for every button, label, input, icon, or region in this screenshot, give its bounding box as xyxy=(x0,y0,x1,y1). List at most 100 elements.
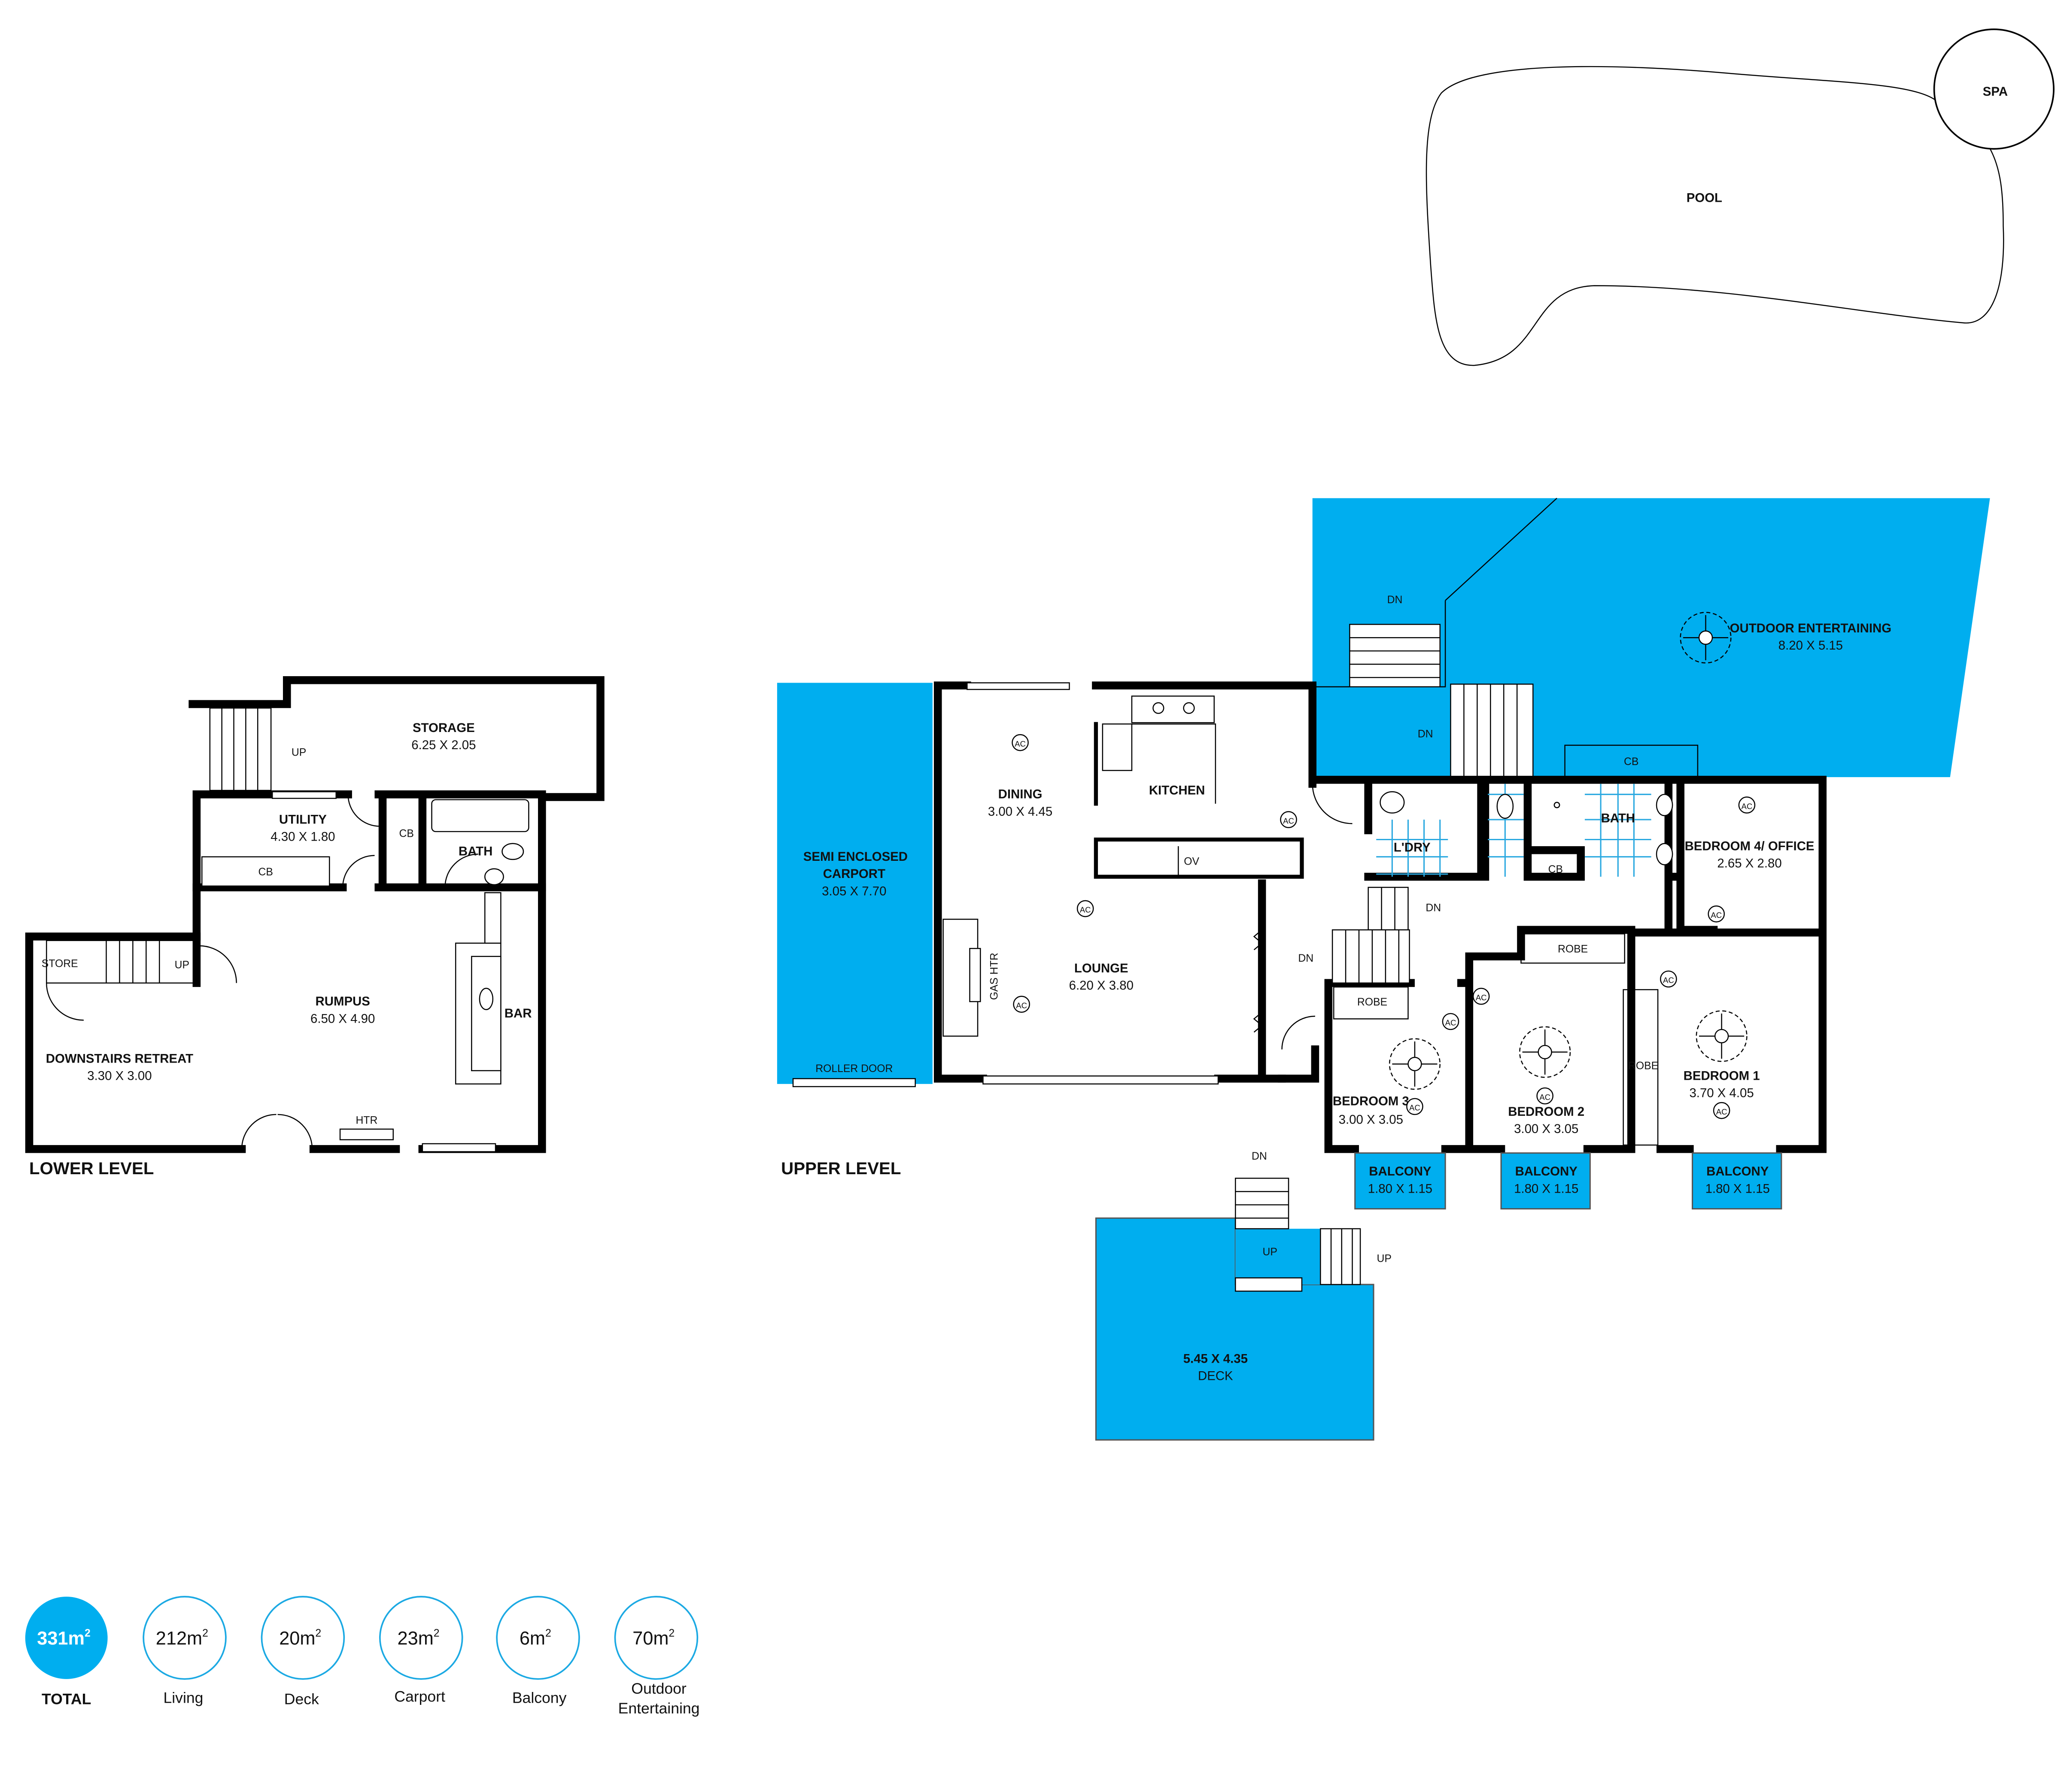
carport-name: CARPORT xyxy=(823,867,885,881)
retreat-name: DOWNSTAIRS RETREAT xyxy=(46,1051,193,1066)
area-value: 70m2 xyxy=(632,1628,675,1649)
ac-label: AC xyxy=(1283,816,1294,825)
ceiling-fans xyxy=(1389,612,1748,1090)
area-badge-balcony: 6m2 Balcony xyxy=(496,1596,580,1707)
bar-label: BAR xyxy=(505,1006,532,1021)
area-label: Carport xyxy=(394,1688,445,1705)
stair-up-label: UP xyxy=(1377,1253,1392,1264)
bedroom3-name: BEDROOM 3 xyxy=(1333,1094,1409,1108)
utility-dims: 4.30 X 1.80 xyxy=(271,830,335,844)
area-summary: 331m2 TOTAL 212m2 Living 20m2 Deck 23m2 … xyxy=(25,1596,699,1717)
lower-level: STORAGE 6.25 X 2.05 UTILITY 4.30 X 1.80 … xyxy=(25,676,605,1178)
area-badge-outdoor: 70m2 Outdoor Entertaining xyxy=(614,1596,699,1717)
ac-label: AC xyxy=(1476,993,1487,1002)
area-value: 331m2 xyxy=(37,1628,91,1649)
storage-dims: 6.25 X 2.05 xyxy=(411,738,476,752)
gas-heater-label: GAS HTR xyxy=(988,953,1000,1000)
cb-label: CB xyxy=(1624,756,1638,768)
stair-up-label: UP xyxy=(175,960,189,971)
area-label: TOTAL xyxy=(42,1691,91,1708)
deck-name: DECK xyxy=(1198,1369,1233,1383)
stair-dn-label: DN xyxy=(1387,594,1403,606)
balcony-3 xyxy=(1354,1152,1446,1210)
ac-label: AC xyxy=(1015,739,1026,748)
ac-label: AC xyxy=(1663,976,1674,985)
area-label: Outdoor xyxy=(631,1680,687,1697)
area-label: Living xyxy=(163,1689,203,1707)
ac-label: AC xyxy=(1716,1107,1727,1116)
balcony-name: BALCONY xyxy=(1706,1164,1769,1178)
stair-dn-label: DN xyxy=(1298,953,1313,964)
area-label: Deck xyxy=(284,1691,319,1708)
dining-name: DINING xyxy=(998,787,1043,802)
stair-dn-label: DN xyxy=(1252,1151,1267,1162)
dining-dims: 3.00 X 4.45 xyxy=(988,805,1052,819)
robe-label: ROBE xyxy=(1628,1060,1658,1072)
area-value: 212m2 xyxy=(156,1628,208,1649)
ac-label: AC xyxy=(1742,802,1753,811)
carport-area xyxy=(777,683,933,1084)
stair-dn-label: DN xyxy=(1418,728,1433,740)
ac-label: AC xyxy=(1539,1093,1550,1102)
area-badge-total: 331m2 TOTAL xyxy=(25,1596,108,1708)
rumpus-dims: 6.50 X 4.90 xyxy=(310,1011,375,1026)
laundry-name: L'DRY xyxy=(1394,840,1431,854)
bedroom1-name: BEDROOM 1 xyxy=(1684,1069,1760,1083)
lounge-dims: 6.20 X 3.80 xyxy=(1069,978,1134,993)
rumpus-name: RUMPUS xyxy=(316,994,370,1008)
retreat-dims: 3.30 X 3.00 xyxy=(87,1069,152,1083)
upper-level: SEMI ENCLOSED CARPORT 3.05 X 7.70 ROLLER… xyxy=(777,498,1990,1441)
kitchen-name: KITCHEN xyxy=(1149,783,1205,797)
area-badge-deck: 20m2 Deck xyxy=(261,1596,345,1708)
storage-name: STORAGE xyxy=(413,721,475,735)
balcony-1 xyxy=(1691,1152,1782,1210)
balcony-dims: 1.80 X 1.15 xyxy=(1368,1182,1432,1196)
balcony-dims: 1.80 X 1.15 xyxy=(1514,1182,1578,1196)
balcony-2 xyxy=(1500,1152,1591,1210)
area-value: 23m2 xyxy=(398,1628,440,1649)
ceiling-fan-icon xyxy=(1696,1010,1748,1062)
area-badge-carport: 23m2 Carport xyxy=(379,1596,463,1705)
spa-label: SPA xyxy=(1983,85,2008,99)
ceiling-fan-icon xyxy=(1519,1026,1571,1078)
spa-outline xyxy=(1933,28,2055,150)
ac-units: AC AC AC AC AC AC AC AC AC AC AC AC xyxy=(1012,734,1756,1119)
carport-dims: 3.05 X 7.70 xyxy=(822,884,886,898)
lower-level-title: LOWER LEVEL xyxy=(29,1159,154,1178)
bedroom2-name: BEDROOM 2 xyxy=(1508,1105,1584,1119)
stair-up-label: UP xyxy=(292,747,306,759)
outdoor-entertaining-dims: 8.20 X 5.15 xyxy=(1778,638,1843,653)
utility-name: UTILITY xyxy=(279,812,327,826)
bedroom4-dims: 2.65 X 2.80 xyxy=(1717,856,1781,870)
ac-label: AC xyxy=(1080,905,1091,914)
htr-label: HTR xyxy=(356,1115,377,1127)
ceiling-fan-icon xyxy=(1680,612,1732,664)
area-badge-living: 212m2 Living xyxy=(143,1596,227,1707)
roller-door-label: ROLLER DOOR xyxy=(815,1063,893,1075)
cb-label: CB xyxy=(399,828,414,839)
bedroom1-dims: 3.70 X 4.05 xyxy=(1689,1086,1754,1100)
stair-dn-label: DN xyxy=(1426,902,1441,914)
balcony-dims: 1.80 X 1.15 xyxy=(1705,1182,1770,1196)
carport-name: SEMI ENCLOSED xyxy=(803,850,908,864)
ac-label: AC xyxy=(1711,911,1722,920)
lower-walls xyxy=(25,676,605,1153)
store-label: STORE xyxy=(42,958,78,970)
area-label: Balcony xyxy=(512,1689,567,1707)
pool-label: POOL xyxy=(1687,191,1722,205)
ac-label: AC xyxy=(1409,1103,1420,1112)
outdoor-entertaining-name: OUTDOOR ENTERTAINING xyxy=(1730,621,1891,635)
robe-label: ROBE xyxy=(1558,943,1588,955)
area-value: 20m2 xyxy=(279,1628,321,1649)
bedroom3-dims: 3.00 X 3.05 xyxy=(1339,1113,1403,1127)
bath-name: BATH xyxy=(459,844,492,859)
cb-label: CB xyxy=(258,866,273,878)
lower-stair xyxy=(209,707,272,791)
bath-name: BATH xyxy=(1601,811,1635,825)
ac-label: AC xyxy=(1016,1001,1027,1010)
deck-dims: 5.45 X 4.35 xyxy=(1183,1352,1248,1366)
laundry-tiles xyxy=(1376,784,1651,877)
balcony-name: BALCONY xyxy=(1515,1164,1578,1178)
robe-label: ROBE xyxy=(1357,996,1387,1008)
